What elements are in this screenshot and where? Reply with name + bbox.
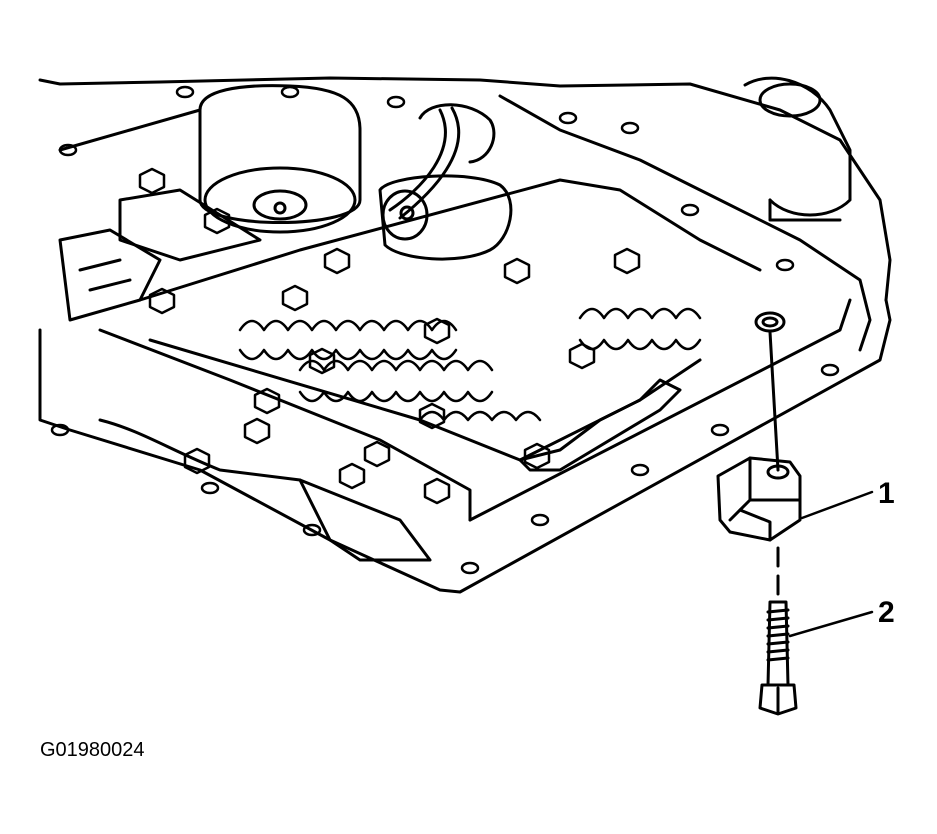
callout-2-label: 2: [878, 596, 895, 629]
valve-body-plate: [58, 178, 762, 562]
transmission-case: [38, 76, 892, 594]
case-plug: [743, 76, 852, 222]
valve-bores: [238, 307, 702, 422]
callout-1-label: 1: [878, 477, 895, 510]
bracket-part: [716, 456, 802, 542]
solenoid-assembly: [198, 84, 513, 261]
valve-body-bolts: [138, 167, 641, 505]
bolt-part: [758, 600, 798, 716]
installation-line: [768, 330, 780, 602]
bolt-hole: [754, 311, 786, 333]
figure-id: G01980024: [40, 739, 145, 761]
flange-bolt-holes: [50, 85, 840, 575]
leader-lines: [788, 490, 874, 638]
